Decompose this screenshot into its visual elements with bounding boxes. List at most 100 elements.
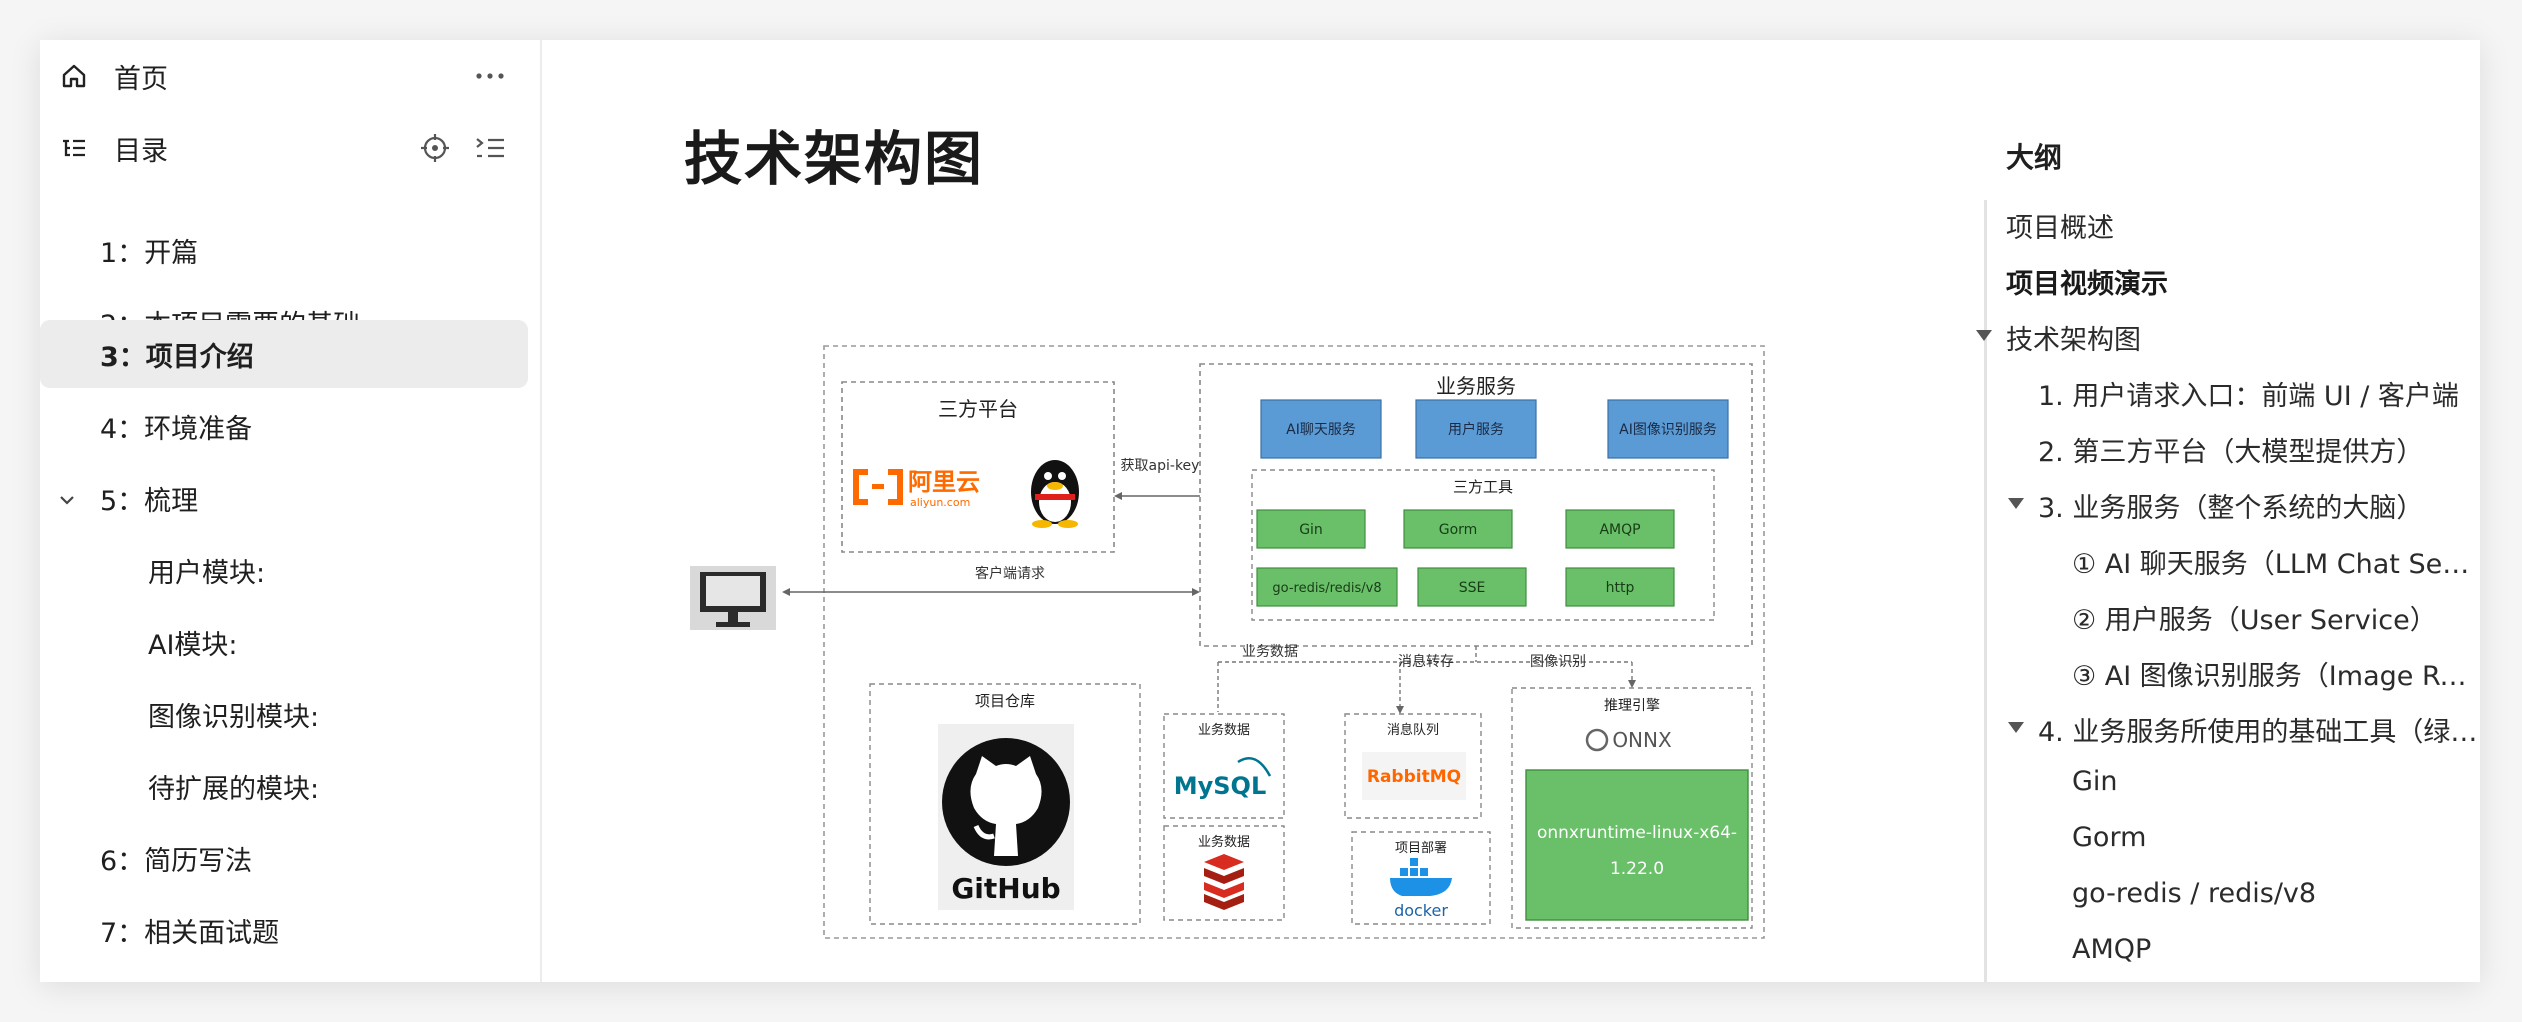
sidebar: 首页 目录 1：开篇 2：本项目需要的基础 3：项目介绍 4：环境准备 bbox=[40, 40, 542, 982]
outline-item[interactable]: go-redis / redis/v8 bbox=[2072, 878, 2317, 909]
redis-box bbox=[1163, 825, 1285, 921]
redis-caption: 业务数据 bbox=[1198, 834, 1250, 850]
engine-box bbox=[1511, 687, 1753, 929]
flow-lines bbox=[1217, 646, 1633, 712]
more-icon[interactable] bbox=[470, 56, 510, 96]
toc-item-5[interactable]: 5：梳理 bbox=[40, 464, 528, 532]
flow-label-image: 图像识别 bbox=[1530, 654, 1586, 670]
service-ai-chat bbox=[1260, 399, 1382, 459]
outline-item[interactable]: 2. 第三方平台（大模型提供方） bbox=[2038, 437, 2424, 468]
onnx-logo: ONNX bbox=[1585, 728, 1672, 752]
outline-item[interactable]: Gorm bbox=[2072, 822, 2147, 853]
onnx-box-line2: 1.22.0 bbox=[1610, 859, 1664, 879]
toc-subitem-user[interactable]: 用户模块: bbox=[148, 557, 266, 589]
outline-track bbox=[1984, 200, 1987, 982]
toc-item-1[interactable]: 1：开篇 bbox=[100, 237, 199, 269]
service-ai-image bbox=[1607, 399, 1729, 459]
toc-label: 目录 bbox=[114, 135, 168, 167]
tool-sse bbox=[1417, 567, 1527, 607]
tool-sse-label: SSE bbox=[1459, 580, 1486, 596]
toc-subitem-pending[interactable]: 待扩展的模块: bbox=[148, 773, 320, 805]
onnx-box-line1: onnxruntime-linux-x64- bbox=[1537, 823, 1737, 843]
github-text: GitHub bbox=[951, 872, 1060, 905]
caret-down-icon[interactable] bbox=[1976, 330, 1992, 341]
mysql-box bbox=[1163, 713, 1285, 819]
diagram-svg: 三方平台 阿里云 aliyun.com bbox=[690, 345, 1765, 939]
tools-title: 三方工具 bbox=[1453, 478, 1513, 496]
toc-subitem-ai[interactable]: AI模块: bbox=[148, 629, 238, 661]
outline-item[interactable]: 1. 用户请求入口：前端 UI / 客户端 bbox=[2038, 381, 2459, 412]
mysql-text: MySQL bbox=[1174, 772, 1267, 800]
aliyun-logo: 阿里云 aliyun.com bbox=[853, 468, 980, 509]
tool-http bbox=[1565, 567, 1675, 607]
onnx-runtime-box bbox=[1525, 769, 1749, 921]
tool-amqp bbox=[1565, 509, 1675, 549]
service-user-label: 用户服务 bbox=[1448, 421, 1504, 438]
flow-label-msg: 消息转存 bbox=[1398, 653, 1454, 670]
page-title: 技术架构图 bbox=[684, 125, 985, 193]
tool-go-redis bbox=[1256, 567, 1398, 607]
tool-http-label: http bbox=[1606, 580, 1635, 596]
toc-item-7[interactable]: 7：相关面试题 bbox=[100, 917, 280, 949]
tool-go-redis-label: go-redis/redis/v8 bbox=[1272, 581, 1381, 596]
tool-gin-label: Gin bbox=[1299, 522, 1323, 538]
tool-gorm bbox=[1403, 509, 1513, 549]
deploy-caption: 项目部署 bbox=[1395, 841, 1447, 856]
monitor-icon bbox=[690, 566, 776, 630]
client-request-label: 客户端请求 bbox=[975, 565, 1045, 582]
outline-item[interactable]: Gin bbox=[2072, 766, 2118, 797]
toc-subitem-image[interactable]: 图像识别模块: bbox=[148, 701, 320, 733]
locate-icon[interactable] bbox=[415, 128, 455, 168]
sidebar-home[interactable]: 首页 bbox=[40, 40, 540, 112]
home-icon bbox=[58, 60, 90, 92]
service-ai-image-label: AI图像识别服务 bbox=[1619, 422, 1717, 438]
outline-item[interactable]: ③ AI 图像识别服务（Image Rec... bbox=[2072, 661, 2478, 692]
flow-label-biz-data: 业务数据 bbox=[1242, 644, 1298, 660]
outline-item[interactable]: ① AI 聊天服务（LLM Chat Servi... bbox=[2072, 549, 2478, 580]
docker-icon: docker bbox=[1390, 858, 1452, 920]
toc-item-4[interactable]: 4：环境准备 bbox=[100, 413, 253, 445]
chevron-down-icon[interactable] bbox=[56, 487, 78, 509]
architecture-diagram: 三方平台 阿里云 aliyun.com bbox=[690, 296, 1790, 976]
app-window: 首页 目录 1：开篇 2：本项目需要的基础 3：项目介绍 4：环境准备 bbox=[40, 40, 2480, 982]
redis-icon bbox=[1204, 854, 1244, 910]
tool-amqp-label: AMQP bbox=[1599, 522, 1640, 538]
toc-item-3-active[interactable]: 3：项目介绍 bbox=[40, 320, 528, 388]
onnx-text: ONNX bbox=[1612, 728, 1672, 752]
outline-item[interactable]: 3. 业务服务（整个系统的大脑） bbox=[2038, 493, 2424, 524]
outline-item[interactable]: 项目视频演示 bbox=[2006, 269, 2168, 300]
outline-item[interactable]: ② 用户服务（User Service） bbox=[2072, 605, 2437, 636]
mq-caption: 消息队列 bbox=[1387, 722, 1439, 738]
service-user bbox=[1415, 399, 1537, 459]
tool-gorm-label: Gorm bbox=[1439, 522, 1478, 538]
qq-icon bbox=[1016, 448, 1094, 528]
api-key-label: 获取api-key bbox=[1121, 458, 1200, 474]
sidebar-toc-header[interactable]: 目录 bbox=[40, 112, 540, 184]
outline-title: 大纲 bbox=[2006, 141, 2063, 174]
mysql-dolphin bbox=[1237, 757, 1272, 777]
engine-title: 推理引擎 bbox=[1604, 698, 1660, 714]
mysql-caption: 业务数据 bbox=[1198, 722, 1250, 738]
outline-item[interactable]: 技术架构图 bbox=[2006, 325, 2141, 356]
service-ai-chat-label: AI聊天服务 bbox=[1286, 422, 1356, 438]
collapse-list-icon[interactable] bbox=[470, 128, 510, 168]
outline-item[interactable]: 4. 业务服务所使用的基础工具（绿色... bbox=[2038, 717, 2478, 748]
aliyun-sub: aliyun.com bbox=[910, 496, 970, 509]
main-content: 技术架构图 三方平台 阿里云 aliyun.com bbox=[540, 40, 1940, 982]
home-label: 首页 bbox=[114, 63, 168, 95]
caret-down-icon[interactable] bbox=[2008, 498, 2024, 509]
caret-down-icon[interactable] bbox=[2008, 722, 2024, 733]
third-party-title: 三方平台 bbox=[938, 397, 1018, 421]
third-party-box bbox=[841, 381, 1115, 553]
repo-box bbox=[869, 683, 1141, 925]
mq-box bbox=[1344, 713, 1482, 819]
outline-item[interactable]: AMQP bbox=[2072, 934, 2152, 965]
biz-service-title: 业务服务 bbox=[1436, 374, 1516, 398]
toc-icon bbox=[58, 132, 90, 164]
tool-gin bbox=[1256, 509, 1366, 549]
outline-panel: 大纲 项目概述 项目视频演示 技术架构图 1. 用户请求入口：前端 UI / 客… bbox=[1940, 40, 2480, 982]
outline-item[interactable]: 项目概述 bbox=[2006, 213, 2114, 244]
rabbitmq-text: RabbitMQ bbox=[1367, 767, 1461, 787]
api-key-arrowhead bbox=[1114, 492, 1122, 500]
toc-item-6[interactable]: 6：简历写法 bbox=[100, 845, 253, 877]
